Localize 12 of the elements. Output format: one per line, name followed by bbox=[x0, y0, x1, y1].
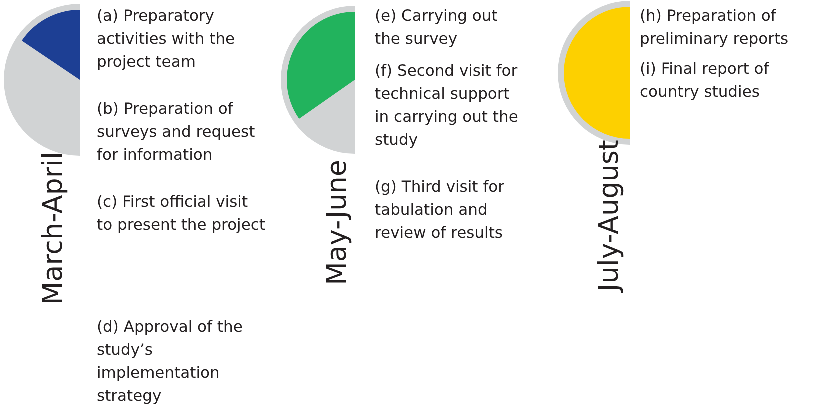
period-label: July-August bbox=[594, 140, 626, 292]
period-label: March-April bbox=[38, 152, 70, 306]
activity-text: (f) Second visit for technical support in carrying out the study bbox=[375, 61, 520, 151]
period-label: May-June bbox=[322, 160, 354, 286]
activity-text: (e) Carrying out the survey bbox=[375, 6, 499, 50]
activity-text: (h) Preparation of preliminary reports bbox=[640, 6, 790, 50]
activity-text: (c) First official visit to present the project bbox=[97, 192, 266, 236]
activity-text: (d) Approval of the study’s implementation strategy bbox=[97, 317, 244, 407]
activity-text: (i) Final report of country studies bbox=[640, 59, 770, 103]
activity-text: (a) Preparatory activities with the project team bbox=[97, 6, 236, 73]
activity-text: (g) Third visit for tabulation and review of results bbox=[375, 177, 506, 244]
activity-text: (b) Preparation of surveys and request for information bbox=[97, 99, 256, 166]
